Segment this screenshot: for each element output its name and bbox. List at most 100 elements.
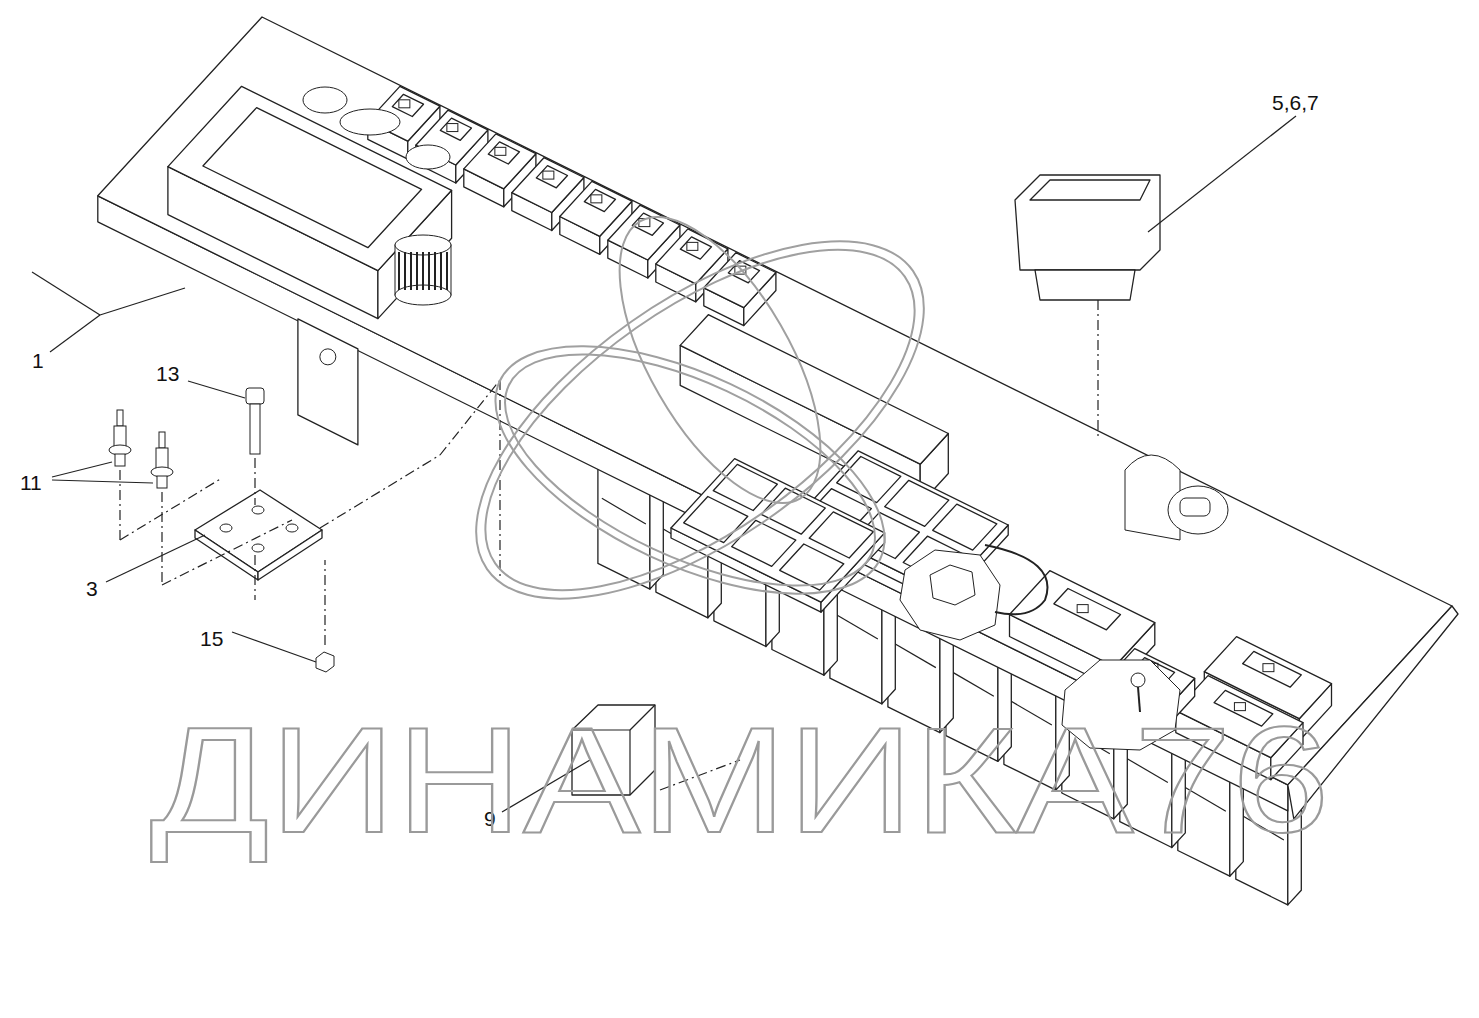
leader-line — [32, 272, 100, 315]
nut — [316, 652, 334, 672]
axis-line — [119, 470, 120, 540]
rocker-switch-icon — [399, 100, 410, 108]
mount-flange — [900, 550, 1000, 640]
mount-plate-edge — [195, 530, 258, 580]
rocker-switch-key — [488, 142, 519, 164]
knob-grip — [440, 252, 442, 290]
knob-grip — [416, 252, 418, 290]
rocker-switch-icon — [591, 195, 602, 203]
knob-grip — [404, 252, 406, 290]
button-cluster-button — [780, 544, 844, 590]
axis-line — [161, 492, 162, 585]
spare-switch — [1015, 175, 1160, 440]
bolt-head — [246, 388, 264, 404]
rocker-switch-key — [680, 237, 711, 259]
axis-line — [324, 560, 325, 645]
instrument-housing-top — [168, 86, 452, 270]
hazard-switch-key — [1054, 589, 1121, 630]
axis-line — [320, 455, 440, 528]
logo-swirl — [472, 307, 908, 634]
rocker-switch-icon — [447, 124, 458, 132]
logo-swirl — [431, 185, 969, 655]
gauge-hole — [303, 87, 347, 113]
axis-line — [1097, 300, 1098, 440]
callout-number: 3 — [86, 578, 98, 599]
knob-grip — [422, 252, 424, 290]
button-cluster-top — [671, 459, 885, 603]
bracket — [298, 319, 358, 445]
sensor-tab — [117, 410, 123, 426]
leader-line — [1148, 116, 1296, 232]
button-cluster-button — [684, 497, 748, 543]
rocker-switch-icon — [687, 242, 698, 250]
leader-line — [100, 288, 185, 315]
axis-line — [162, 520, 292, 585]
plate-hole — [286, 524, 298, 532]
leader-line — [52, 462, 112, 477]
leader-line — [232, 632, 316, 662]
leader-line — [50, 315, 100, 352]
sensor-wire — [985, 545, 1048, 614]
mount-plate-edge — [258, 530, 322, 580]
fuse-rib — [950, 671, 994, 697]
rocker-switch-key — [440, 118, 471, 140]
knob-grip — [446, 252, 448, 290]
knob-grip — [410, 252, 412, 290]
spare-switch-rocker — [1030, 180, 1150, 200]
rocker-switch-key — [1243, 651, 1302, 687]
logo-swirl — [579, 186, 860, 533]
connector-bar-top — [680, 315, 948, 465]
plate-hole — [252, 544, 264, 552]
axis-line — [120, 478, 222, 540]
axis-line — [254, 555, 255, 600]
knob-grip — [398, 252, 400, 290]
spare-switch-base — [1035, 270, 1135, 300]
hazard-switch-icon — [1077, 605, 1088, 613]
callout-number: 15 — [200, 628, 223, 649]
sensor-thread — [157, 476, 167, 488]
gauge-hole — [340, 109, 400, 135]
logo-swirl — [460, 295, 921, 645]
rocker-switch-key — [392, 94, 423, 116]
spare-switch-body — [1015, 175, 1160, 270]
ignition-bezel — [1168, 486, 1228, 534]
bolt-shank — [250, 404, 260, 454]
fuse-rib — [834, 613, 878, 639]
rocker-switch-key — [584, 189, 615, 211]
leader-line — [188, 381, 245, 398]
rotary-knob — [395, 235, 451, 305]
fasteners — [109, 380, 500, 672]
ignition-slot — [1180, 498, 1210, 516]
leader-line — [52, 480, 153, 483]
knob-grip — [428, 252, 430, 290]
callout-number: 11 — [20, 472, 42, 493]
rocker-switch-icon — [1263, 664, 1274, 672]
callout-number: 13 — [156, 363, 179, 384]
gauge-hole — [406, 145, 450, 169]
watermark-logo — [418, 173, 982, 668]
callout-number: 1 — [32, 350, 44, 371]
rocker-switch-icon — [495, 147, 506, 155]
mount-plate — [195, 490, 322, 572]
mount-hole — [930, 565, 975, 605]
plate-hole — [220, 524, 232, 532]
panel-drawing — [32, 17, 1458, 905]
axis-line — [254, 458, 255, 505]
logo-swirl — [418, 173, 982, 668]
panel-top-face — [98, 17, 1452, 785]
plate-hole — [252, 506, 264, 514]
fuse-rib — [892, 642, 936, 668]
knob-grip — [434, 252, 436, 290]
bracket-nut — [320, 349, 336, 365]
rocker-switch-key — [536, 166, 567, 188]
sensor-tab — [159, 432, 165, 448]
leader-line — [106, 535, 205, 582]
sensor-thread — [115, 454, 125, 466]
axis-line — [440, 380, 500, 455]
instrument-window — [203, 108, 422, 248]
callout-number: 5,6,7 — [1272, 92, 1319, 113]
fuse-rib — [602, 498, 646, 524]
dial-pointer — [1131, 673, 1145, 687]
